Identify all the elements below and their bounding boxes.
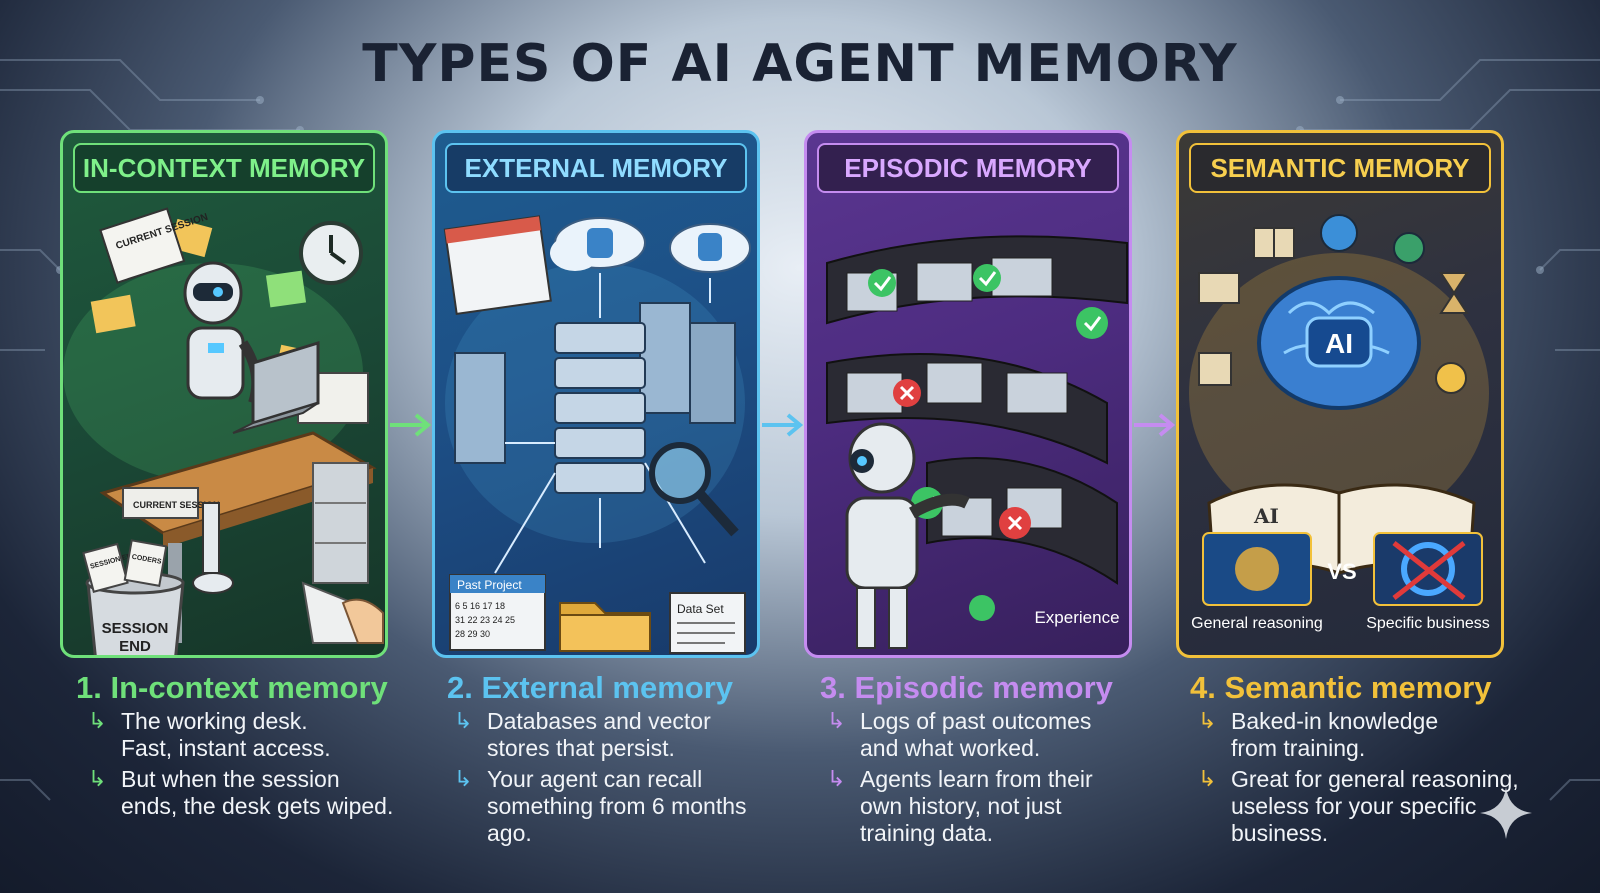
- book-label: AI: [1253, 504, 1279, 528]
- panel-semantic-memory: SEMANTIC MEMORY AI AI VS General reasoni…: [1176, 130, 1504, 658]
- calendar-icon: [443, 215, 552, 315]
- bullet: ↳ Databases and vector stores that persi…: [454, 708, 711, 762]
- calendar-row: 31 22 23 24 25: [455, 615, 515, 625]
- bullet-arrow-icon: ↳: [454, 708, 473, 733]
- check-icon: [868, 264, 1108, 621]
- bullet-text: But when the session ends, the desk gets…: [121, 766, 394, 819]
- panel-header: IN-CONTEXT MEMORY: [73, 143, 375, 193]
- folder-icon: [559, 602, 651, 652]
- bin-label-line1: SESSION: [102, 620, 169, 637]
- clock-icon: [299, 221, 363, 285]
- semantic-illustration: AI AI VS General reasoning Specific busi…: [1189, 214, 1490, 632]
- page-title: TYPES OF AI AGENT MEMORY: [362, 34, 1238, 94]
- bullet-arrow-icon: ↳: [88, 766, 107, 791]
- bullet-arrow-icon: ↳: [88, 708, 107, 733]
- bin-label-line2: END: [119, 638, 151, 655]
- robot-icon: [845, 422, 970, 649]
- brain-label: AI: [1325, 328, 1353, 359]
- bullet: ↳ Great for general reasoning, useless f…: [1198, 766, 1519, 847]
- bullet-text: Logs of past outcomes and what worked.: [860, 708, 1092, 761]
- arrow-icon: [762, 413, 804, 437]
- bullet-text: Great for general reasoning, useless for…: [1231, 766, 1519, 846]
- external-illustration: Past Project 6 5 16 17 18 31 22 23 24 25…: [443, 215, 751, 654]
- cross-icon: [893, 379, 1031, 539]
- bullet: ↳ The working desk. Fast, instant access…: [88, 708, 331, 762]
- episodic-illustration: Experience: [826, 235, 1128, 649]
- calendar-row: 28 29 30: [455, 629, 490, 639]
- brain-icon: [1257, 276, 1421, 410]
- panel-header: EPISODIC MEMORY: [817, 143, 1119, 193]
- bullet-text: Agents learn from their own history, not…: [860, 766, 1093, 846]
- dataset-label: Data Set: [677, 602, 724, 616]
- bullet: ↳ Baked-in knowledge from training.: [1198, 708, 1439, 762]
- robot-icon: [183, 261, 262, 594]
- bullet-arrow-icon: ↳: [454, 766, 473, 791]
- panel-episodic-memory: EPISODIC MEMORY: [804, 130, 1132, 658]
- stack-label: CURRENT SESSION: [133, 500, 220, 510]
- laptop-icon: [232, 340, 320, 434]
- column-title: 4. Semantic memory: [1190, 670, 1492, 705]
- arrow-icon: [1134, 413, 1176, 437]
- bullet-arrow-icon: ↳: [827, 766, 846, 791]
- vs-label: VS: [1327, 559, 1356, 584]
- panel-header: SEMANTIC MEMORY: [1189, 143, 1491, 193]
- column-title: 1. In-context memory: [76, 670, 388, 705]
- column-title: 2. External memory: [447, 670, 734, 705]
- bullet: ↳ Agents learn from their own history, n…: [827, 766, 1093, 847]
- panel-in-context-memory: IN-CONTEXT MEMORY CURRENT SESSION CURREN…: [60, 130, 388, 658]
- cloud-database-icon: [550, 217, 751, 273]
- book-icon: [1253, 227, 1295, 259]
- panel-external-memory: EXTERNAL MEMORY: [432, 130, 760, 658]
- magnifier-icon: [649, 442, 739, 537]
- general-reasoning-label: General reasoning: [1191, 615, 1323, 632]
- bullet: ↳ Logs of past outcomes and what worked.: [827, 708, 1092, 762]
- hourglass-icon: [1439, 272, 1469, 314]
- bullet: ↳ But when the session ends, the desk ge…: [88, 766, 394, 820]
- server-icon: [454, 302, 736, 494]
- sparkle-icon: [1480, 787, 1532, 839]
- bullet-arrow-icon: ↳: [1198, 708, 1217, 733]
- column-title: 3. Episodic memory: [820, 670, 1113, 705]
- bullet-arrow-icon: ↳: [1198, 766, 1217, 791]
- globe-icon: [1320, 214, 1425, 264]
- specific-business-label: Specific business: [1366, 615, 1490, 632]
- bullet-arrow-icon: ↳: [827, 708, 846, 733]
- calendar-label: Past Project: [457, 578, 522, 592]
- in-context-illustration: CURRENT SESSION CURRENT SESSION: [63, 207, 384, 655]
- bullet-text: The working desk. Fast, instant access.: [121, 708, 331, 761]
- bullet: ↳ Your agent can recall something from 6…: [454, 766, 747, 847]
- bullet-text: Databases and vector stores that persist…: [487, 708, 711, 761]
- panel-header: EXTERNAL MEMORY: [445, 143, 747, 193]
- experience-label: Experience: [1034, 608, 1119, 627]
- bullet-text: Your agent can recall something from 6 m…: [487, 766, 747, 846]
- calendar-row: 6 5 16 17 18: [455, 601, 505, 611]
- arrow-icon: [390, 413, 432, 437]
- bullet-text: Baked-in knowledge from training.: [1231, 708, 1439, 761]
